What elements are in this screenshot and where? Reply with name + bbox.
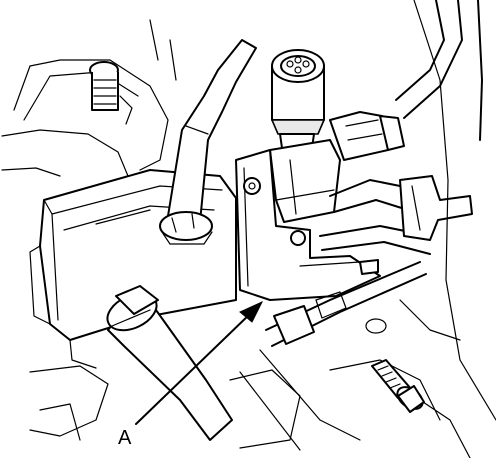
lower-harness: [239, 261, 461, 451]
solenoid-actuator: [271, 49, 325, 149]
upper-hose: [159, 39, 257, 245]
callout-label-a: A: [118, 427, 132, 449]
bolt: [371, 359, 425, 413]
mounting-bracket: [235, 149, 381, 301]
callout-a-leader: [135, 300, 264, 425]
hose-clamp: [399, 175, 473, 241]
right-edge-panel: [413, 0, 496, 421]
background-engine-block: [1, 19, 177, 177]
solenoid-valve-body: [269, 111, 405, 223]
lower-background: [29, 365, 471, 458]
lower-hose: [106, 285, 233, 441]
mounting-stud: [89, 61, 119, 111]
